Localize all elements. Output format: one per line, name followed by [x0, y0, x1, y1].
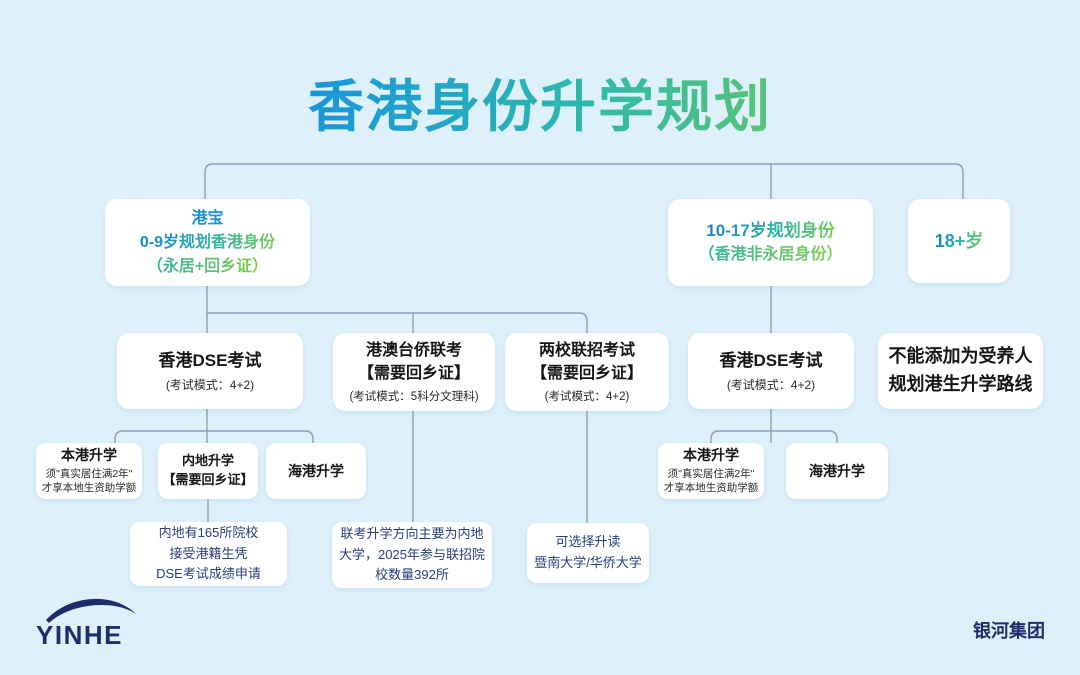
node-note-392-line2: 大学，2025年参与联招院 [339, 546, 485, 562]
node-note-165-line2: 接受港籍生凭 [169, 545, 248, 561]
node-mainland-line2: 【需要回乡证】 [162, 472, 254, 487]
node-dse-right-mode: (考试模式：4+2) [726, 378, 816, 393]
node-joint-exam-mode: (考试模式：5科分文理科) [349, 390, 479, 403]
node-note-jinan: 可选择升读 暨南大学/华侨大学 [527, 523, 649, 583]
node-joint-exam: 港澳台侨联考 【需要回乡证】 (考试模式：5科分文理科) [333, 333, 495, 411]
node-note-165-line3: DSE考试成绩申请 [156, 566, 261, 582]
node-local-left-sub2: 才享本地生资助学额 [41, 482, 137, 495]
node-two-school-title: 两校联招考试 [538, 342, 635, 360]
node-note-392-line1: 联考升学方向主要为内地 [340, 525, 484, 541]
node-note-392-line3: 校数量392所 [375, 567, 449, 583]
yinhe-logo-text: YINHE [36, 620, 123, 650]
node-note-165-line1: 内地有165所院校 [158, 524, 259, 540]
connector-dseR-fan [710, 430, 838, 443]
node-two-school-mode: (考试模式：4+2) [544, 390, 630, 403]
connector-dseL-fan [114, 430, 314, 443]
node-local-right-title: 本港升学 [683, 447, 739, 464]
node-age-18-title: 18+岁 [935, 228, 984, 255]
node-local-right: 本港升学 须"真实居住满2年" 才享本地生资助学额 [658, 443, 764, 499]
connector-0-9-branch [207, 312, 588, 333]
node-mainland: 内地升学 【需要回乡证】 [158, 443, 258, 499]
company-name: 银河集团 [973, 621, 1045, 641]
node-note-jinan-line2: 暨南大学/华侨大学 [534, 555, 642, 570]
node-no-dependent-line2: 规划港生升学路线 [888, 374, 1033, 394]
node-mainland-title: 内地升学 [181, 453, 234, 469]
page-title: 香港身份升学规划 [0, 62, 1080, 143]
node-local-left-sub1: 须"真实居住满2年" [45, 468, 133, 481]
node-dse-left-title: 香港DSE考试 [158, 350, 262, 370]
node-note-392: 联考升学方向主要为内地 大学，2025年参与联招院 校数量392所 [332, 522, 492, 588]
node-note-jinan-line1: 可选择升读 [555, 534, 621, 550]
yinhe-logo-icon: YINHE [36, 598, 136, 650]
node-age-0-9: 港宝 0-9岁规划香港身份 （永居+回乡证） [105, 199, 310, 286]
node-note-165: 内地有165所院校 接受港籍生凭 DSE考试成绩申请 [130, 522, 287, 586]
node-harbor-left-title: 海港升学 [288, 462, 344, 479]
node-harbor-right-title: 海港升学 [809, 462, 865, 479]
node-two-school: 两校联招考试 【需要回乡证】 (考试模式：4+2) [505, 333, 669, 411]
node-local-right-sub2: 才享本地生资助学额 [663, 482, 759, 495]
node-local-right-sub1: 须"真实居住满2年" [667, 468, 755, 481]
node-harbor-right: 海港升学 [786, 443, 888, 499]
node-local-left-title: 本港升学 [61, 447, 117, 464]
node-harbor-left: 海港升学 [266, 443, 366, 499]
node-two-school-line2: 【需要回乡证】 [530, 364, 643, 382]
node-joint-exam-title: 港澳台侨联考 [365, 342, 462, 360]
node-dse-left-mode: (考试模式：4+2) [165, 378, 255, 393]
node-no-dependent: 不能添加为受养人 规划港生升学路线 [878, 333, 1043, 409]
node-joint-exam-line2: 【需要回乡证】 [357, 364, 470, 382]
connector-top-bracket [204, 163, 964, 199]
node-age-18: 18+岁 [908, 199, 1010, 283]
node-local-left: 本港升学 须"真实居住满2年" 才享本地生资助学额 [36, 443, 142, 499]
node-dse-right: 香港DSE考试 (考试模式：4+2) [688, 333, 854, 409]
node-age-0-9-line2: 0-9岁规划香港身份 [140, 231, 275, 255]
node-age-10-17: 10-17岁规划身份 （香港非永居身份） [668, 199, 873, 286]
node-age-0-9-title: 港宝 [191, 209, 224, 227]
node-age-0-9-line3: （永居+回乡证） [147, 255, 268, 279]
node-no-dependent-line1: 不能添加为受养人 [888, 346, 1033, 367]
node-age-10-17-title: 10-17岁规划身份 [706, 218, 834, 244]
node-age-10-17-line2: （香港非永居身份） [698, 243, 842, 267]
node-dse-left: 香港DSE考试 (考试模式：4+2) [117, 333, 303, 409]
node-dse-right-title: 香港DSE考试 [719, 350, 823, 370]
